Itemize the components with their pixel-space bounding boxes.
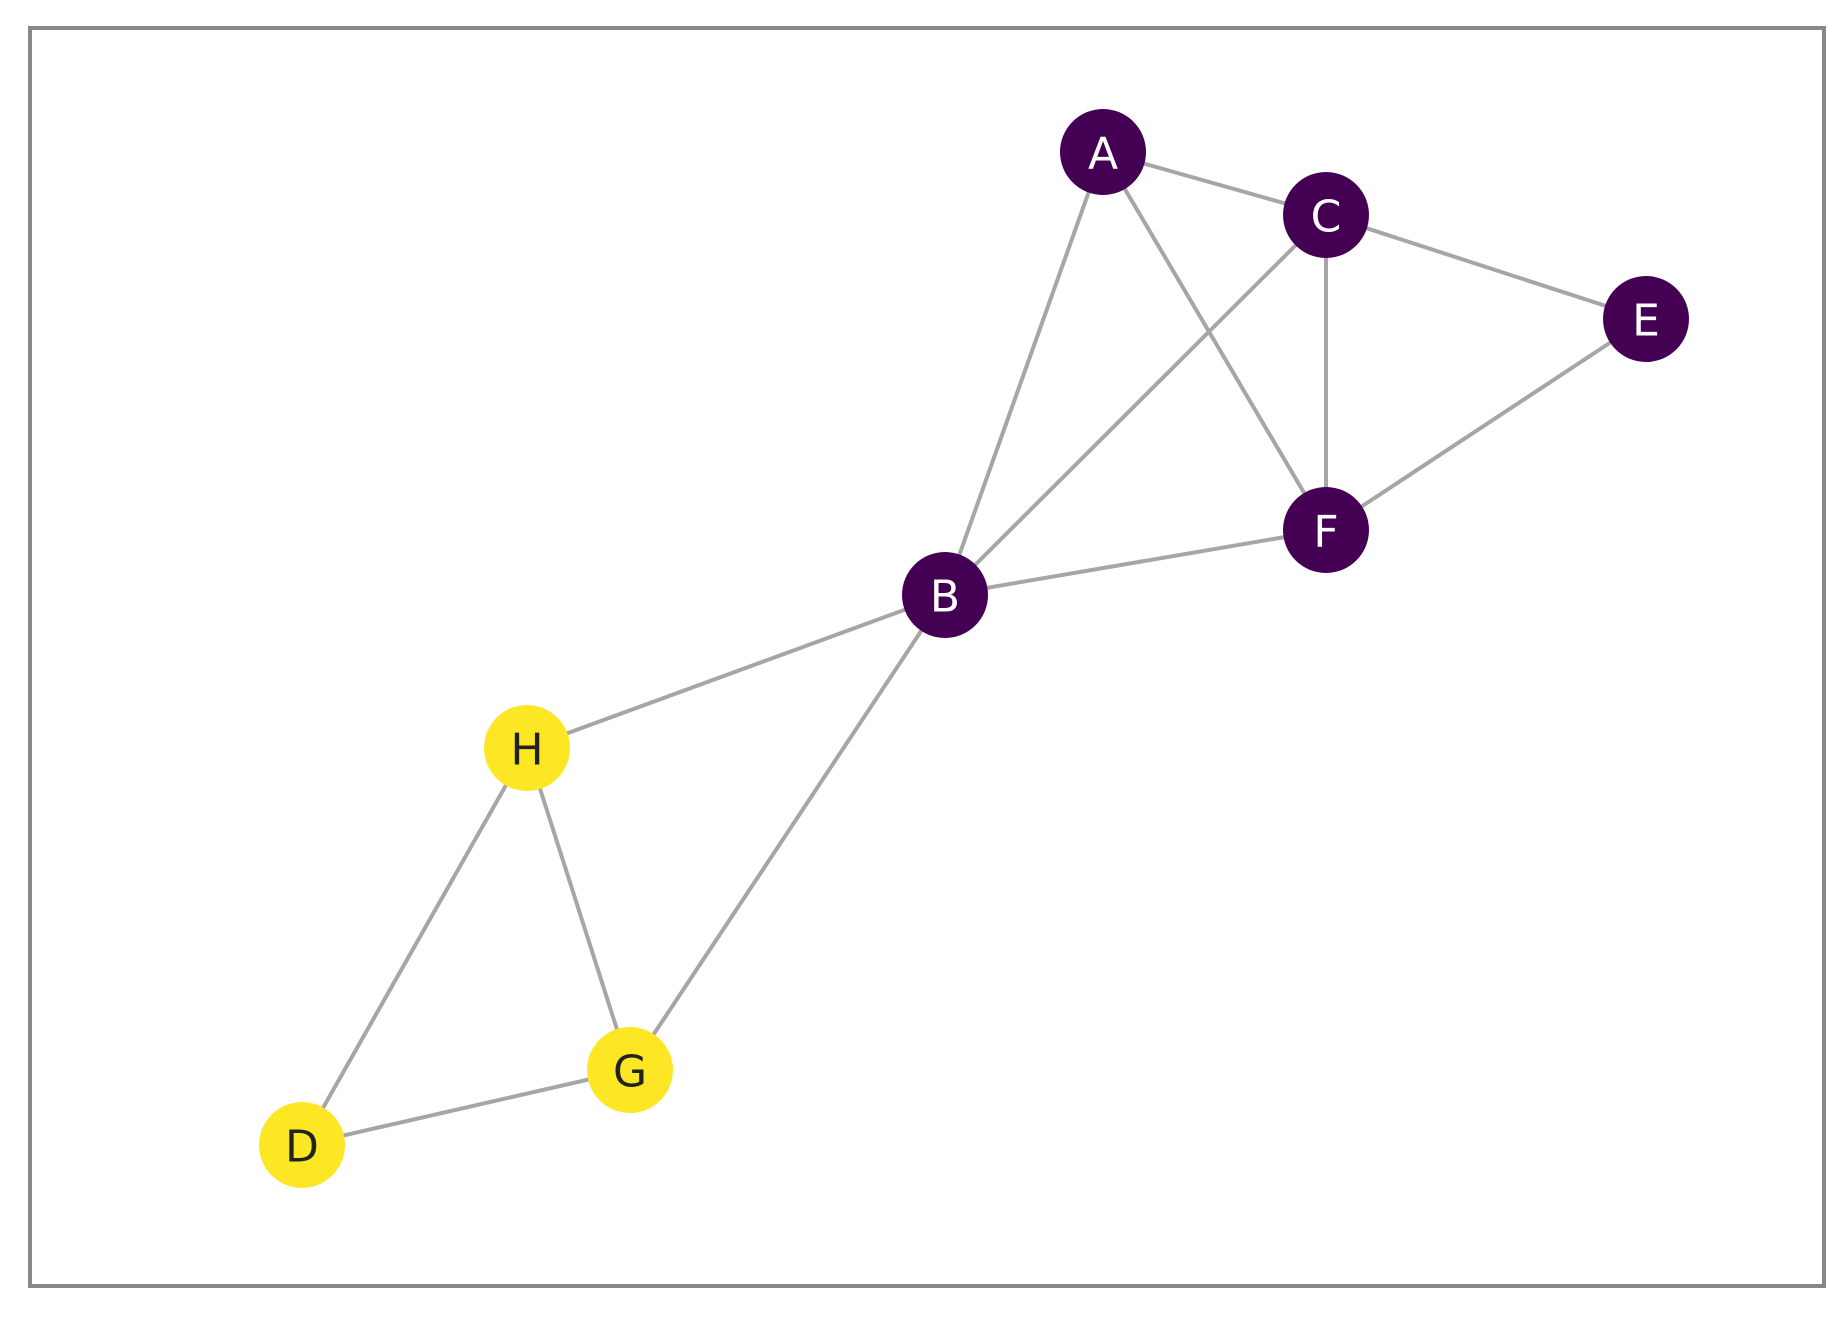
- node-circle-d: [259, 1102, 345, 1188]
- edge-g-d: [300, 1068, 632, 1147]
- node-h: H: [484, 705, 570, 791]
- node-f: F: [1283, 487, 1369, 573]
- node-e: E: [1603, 276, 1689, 362]
- edge-c-b: [943, 213, 1328, 597]
- edges-layer: [300, 150, 1648, 1147]
- node-label-f: F: [1313, 507, 1338, 558]
- node-d: D: [259, 1102, 345, 1188]
- node-circle-a: [1060, 109, 1146, 195]
- edge-h-g: [525, 746, 632, 1072]
- node-label-h: H: [510, 725, 543, 776]
- nodes-layer: A C E F B H G D: [259, 109, 1689, 1188]
- node-g: G: [587, 1027, 673, 1113]
- edge-c-e: [1324, 213, 1648, 321]
- edge-e-f: [1324, 317, 1648, 532]
- plot-frame: [28, 26, 1826, 1288]
- edge-a-f: [1101, 150, 1328, 532]
- node-circle-f: [1283, 487, 1369, 573]
- edge-b-h: [525, 593, 947, 750]
- node-label-b: B: [930, 572, 960, 623]
- edge-f-b: [943, 528, 1328, 597]
- node-label-e: E: [1632, 296, 1660, 347]
- node-circle-e: [1603, 276, 1689, 362]
- node-circle-b: [902, 552, 988, 638]
- node-circle-g: [587, 1027, 673, 1113]
- edge-a-b: [943, 150, 1105, 597]
- node-circle-c: [1283, 172, 1369, 258]
- node-c: C: [1283, 172, 1369, 258]
- node-label-c: C: [1311, 192, 1342, 243]
- edge-h-d: [300, 746, 529, 1147]
- node-b: B: [902, 552, 988, 638]
- node-a: A: [1060, 109, 1146, 195]
- node-circle-h: [484, 705, 570, 791]
- edge-b-g: [628, 593, 947, 1072]
- node-label-g: G: [613, 1047, 647, 1098]
- node-label-d: D: [285, 1122, 319, 1173]
- node-label-a: A: [1088, 129, 1118, 180]
